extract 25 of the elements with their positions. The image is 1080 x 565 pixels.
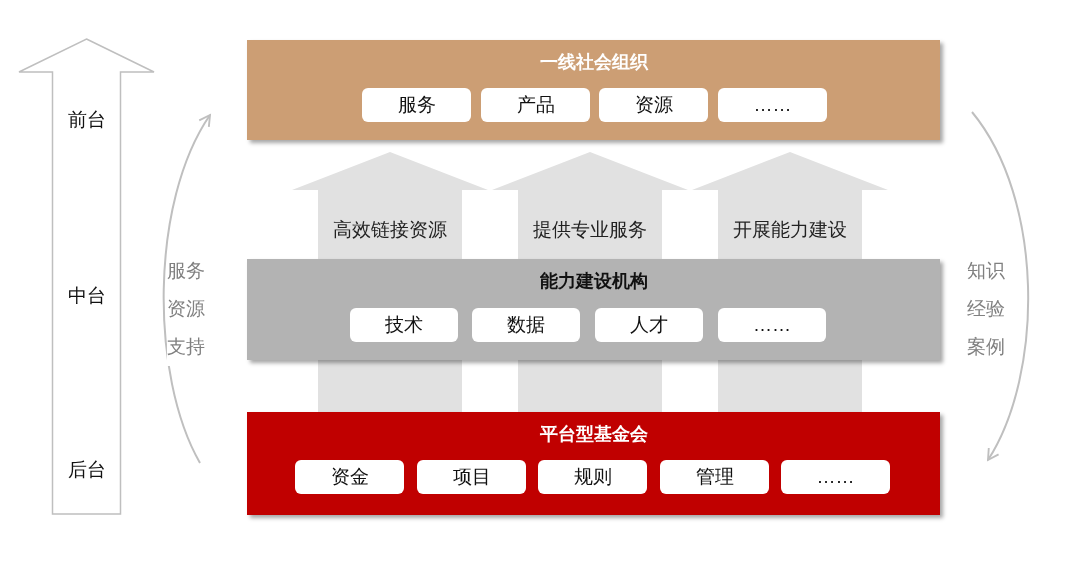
layer-title: 能力建设机构 [539,270,648,293]
curved-arrow [162,114,211,464]
layer-band [247,259,940,360]
layer-band [247,40,940,140]
layer-title: 一线社会组织 [539,51,648,74]
item-tag: 项目 [417,460,526,494]
layer-title: 平台型基金会 [539,423,648,446]
item-tag: 资源 [599,88,708,122]
tier-label: 中台 [67,284,106,308]
item-tag: …… [718,88,827,122]
curved-arrow [971,111,1029,461]
item-tag: …… [781,460,890,494]
item-tag: 产品 [481,88,590,122]
item-tag: …… [718,308,826,342]
item-tag: 管理 [660,460,769,494]
item-tag: 技术 [350,308,458,342]
tier-label: 后台 [67,458,106,482]
item-tag: 规则 [538,460,647,494]
item-tag: 数据 [472,308,580,342]
item-tag: 资金 [295,460,404,494]
tier-label: 前台 [67,108,106,132]
item-tag: 服务 [362,88,471,122]
hollow-up-arrow [18,38,155,515]
layer-band [247,412,940,515]
item-tag: 人才 [595,308,703,342]
